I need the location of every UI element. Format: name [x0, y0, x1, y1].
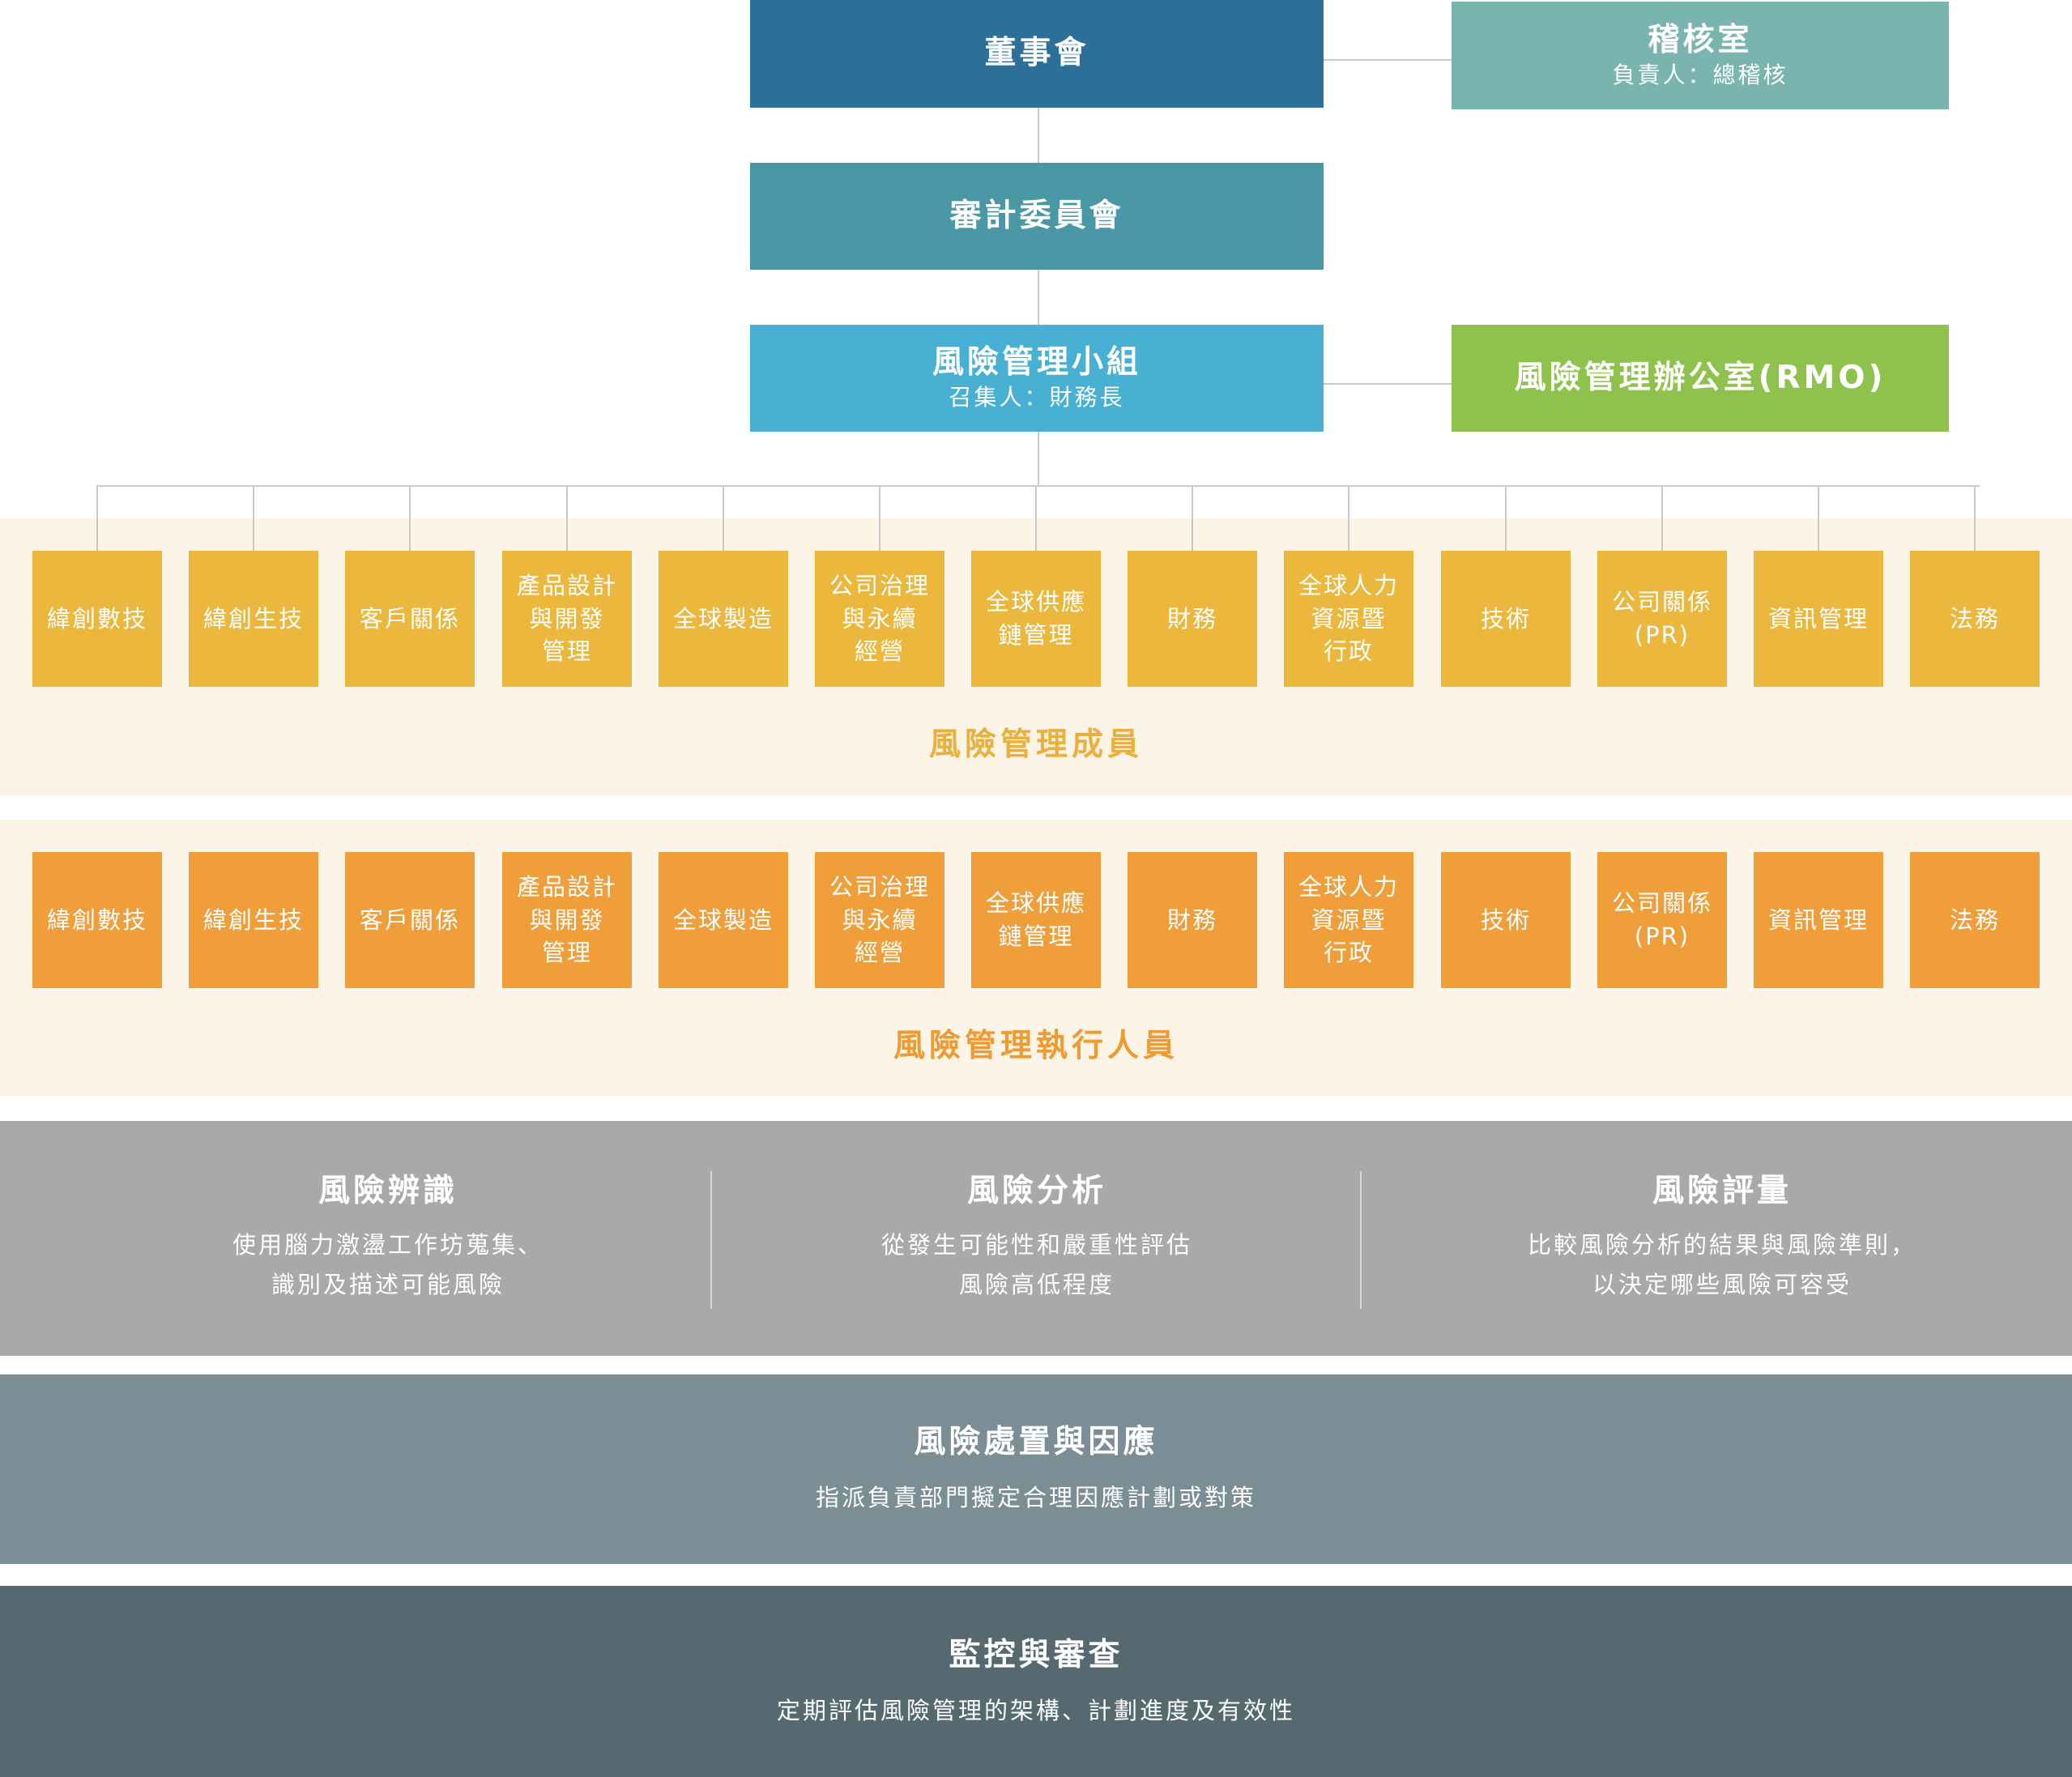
exec-dept-box: 產品設計 與開發 管理: [502, 852, 632, 988]
connector-risk-team-down: [1038, 432, 1039, 487]
process-stage: 風險辨識 使用腦力激盪工作坊蒐集、 識別及描述可能風險 風險分析 從發生可能性和…: [0, 1121, 2072, 1356]
monitor-title: 監控與審查: [949, 1637, 1123, 1673]
exec-dept-box: 客戶關係: [345, 852, 475, 988]
exec-dept-box: 緯創數技: [32, 852, 162, 988]
treatment-title: 風險處置與因應: [914, 1424, 1158, 1460]
member-dept-box: 產品設計 與開發 管理: [502, 551, 632, 687]
audit-committee-box: 審計委員會: [750, 163, 1324, 270]
evaluate-desc: 比較風險分析的結果與風險準則， 以決定哪些風險可容受: [1527, 1231, 1916, 1298]
connector-dept: [566, 485, 568, 551]
member-dept-box: 財務: [1128, 551, 1257, 687]
member-dept-box: 公司治理 與永續 經營: [815, 551, 944, 687]
connector-dept: [253, 485, 254, 551]
exec-dept-box: 緯創生技: [189, 852, 318, 988]
connector-dept: [1035, 485, 1037, 551]
exec-dept-box: 全球製造: [659, 852, 788, 988]
board-title: 董事會: [984, 35, 1089, 72]
member-dept-box: 客戶關係: [345, 551, 475, 687]
exec-title: 風險管理執行人員: [893, 1028, 1179, 1064]
rmo-box: 風險管理辦公室(RMO): [1452, 325, 1949, 432]
evaluate-title: 風險評量: [1652, 1173, 1792, 1209]
treatment-desc: 指派負責部門擬定合理因應計劃或對策: [815, 1484, 1256, 1511]
members-row: 緯創數技緯創生技客戶關係產品設計 與開發 管理全球製造公司治理 與永續 經營全球…: [0, 551, 2072, 687]
member-dept-box: 緯創數技: [32, 551, 162, 687]
member-dept-box: 法務: [1910, 551, 2040, 687]
members-title: 風險管理成員: [928, 727, 1143, 763]
exec-dept-box: 法務: [1910, 852, 2040, 988]
connector-dept: [879, 485, 880, 551]
treatment-stage: 風險處置與因應 指派負責部門擬定合理因應計劃或對策: [0, 1374, 2072, 1564]
risk-team-box: 風險管理小組 召集人：財務長: [750, 325, 1324, 432]
exec-dept-box: 技術: [1441, 852, 1571, 988]
member-dept-box: 全球製造: [659, 551, 788, 687]
audit-office-subtitle: 負責人：總稽核: [1612, 61, 1788, 88]
connector-board-audit-committee: [1038, 108, 1039, 163]
monitor-desc: 定期評估風險管理的架構、計劃進度及有效性: [776, 1697, 1295, 1724]
exec-dept-box: 資訊管理: [1754, 852, 1883, 988]
connector-dept: [723, 485, 724, 551]
exec-dept-box: 公司治理 與永續 經營: [815, 852, 944, 988]
audit-committee-title: 審計委員會: [949, 197, 1124, 234]
risk-team-subtitle: 召集人：財務長: [949, 384, 1125, 411]
connector-committee-risk-team: [1038, 270, 1039, 325]
identify-column: 風險辨識 使用腦力激盪工作坊蒐集、 識別及描述可能風險: [62, 1121, 714, 1356]
exec-dept-box: 財務: [1128, 852, 1257, 988]
member-dept-box: 緯創生技: [189, 551, 318, 687]
analyze-column: 風險分析 從發生可能性和嚴重性評估 風險高低程度: [712, 1121, 1362, 1356]
identify-title: 風險辨識: [318, 1173, 458, 1209]
member-dept-box: 資訊管理: [1754, 551, 1883, 687]
monitor-stage: 監控與審查 定期評估風險管理的架構、計劃進度及有效性: [0, 1586, 2072, 1777]
member-dept-box: 全球供應 鏈管理: [971, 551, 1101, 687]
connector-dept: [1505, 485, 1507, 551]
analyze-title: 風險分析: [966, 1173, 1106, 1209]
process-divider-2: [1360, 1171, 1362, 1309]
connector-dept: [1192, 485, 1193, 551]
evaluate-column: 風險評量 比較風險分析的結果與風險準則， 以決定哪些風險可容受: [1362, 1121, 2072, 1356]
connector-board-audit-office: [1324, 59, 1452, 61]
identify-desc: 使用腦力激盪工作坊蒐集、 識別及描述可能風險: [232, 1231, 544, 1298]
connector-dept: [409, 485, 411, 551]
connector-dept: [1348, 485, 1349, 551]
board-box: 董事會: [750, 0, 1324, 108]
rmo-title: 風險管理辦公室(RMO): [1514, 359, 1887, 396]
risk-team-title: 風險管理小組: [932, 344, 1141, 381]
member-dept-box: 技術: [1441, 551, 1571, 687]
audit-office-title: 稽核室: [1648, 21, 1753, 58]
connector-risk-team-rmo: [1324, 383, 1452, 385]
connector-horizontal-bus: [97, 485, 1980, 487]
audit-office-box: 稽核室 負責人：總稽核: [1452, 2, 1949, 109]
member-dept-box: 全球人力 資源暨 行政: [1284, 551, 1413, 687]
analyze-desc: 從發生可能性和嚴重性評估 風險高低程度: [880, 1231, 1192, 1298]
exec-dept-box: 全球供應 鏈管理: [971, 852, 1101, 988]
connector-dept: [1661, 485, 1663, 551]
member-dept-box: 公司關係 (PR): [1597, 551, 1727, 687]
exec-row: 緯創數技緯創生技客戶關係產品設計 與開發 管理全球製造公司治理 與永續 經營全球…: [0, 852, 2072, 988]
exec-dept-box: 公司關係 (PR): [1597, 852, 1727, 988]
process-divider-1: [710, 1171, 712, 1309]
connector-dept: [1974, 485, 1976, 551]
connector-dept: [96, 485, 98, 551]
connector-dept: [1818, 485, 1819, 551]
exec-dept-box: 全球人力 資源暨 行政: [1284, 852, 1413, 988]
